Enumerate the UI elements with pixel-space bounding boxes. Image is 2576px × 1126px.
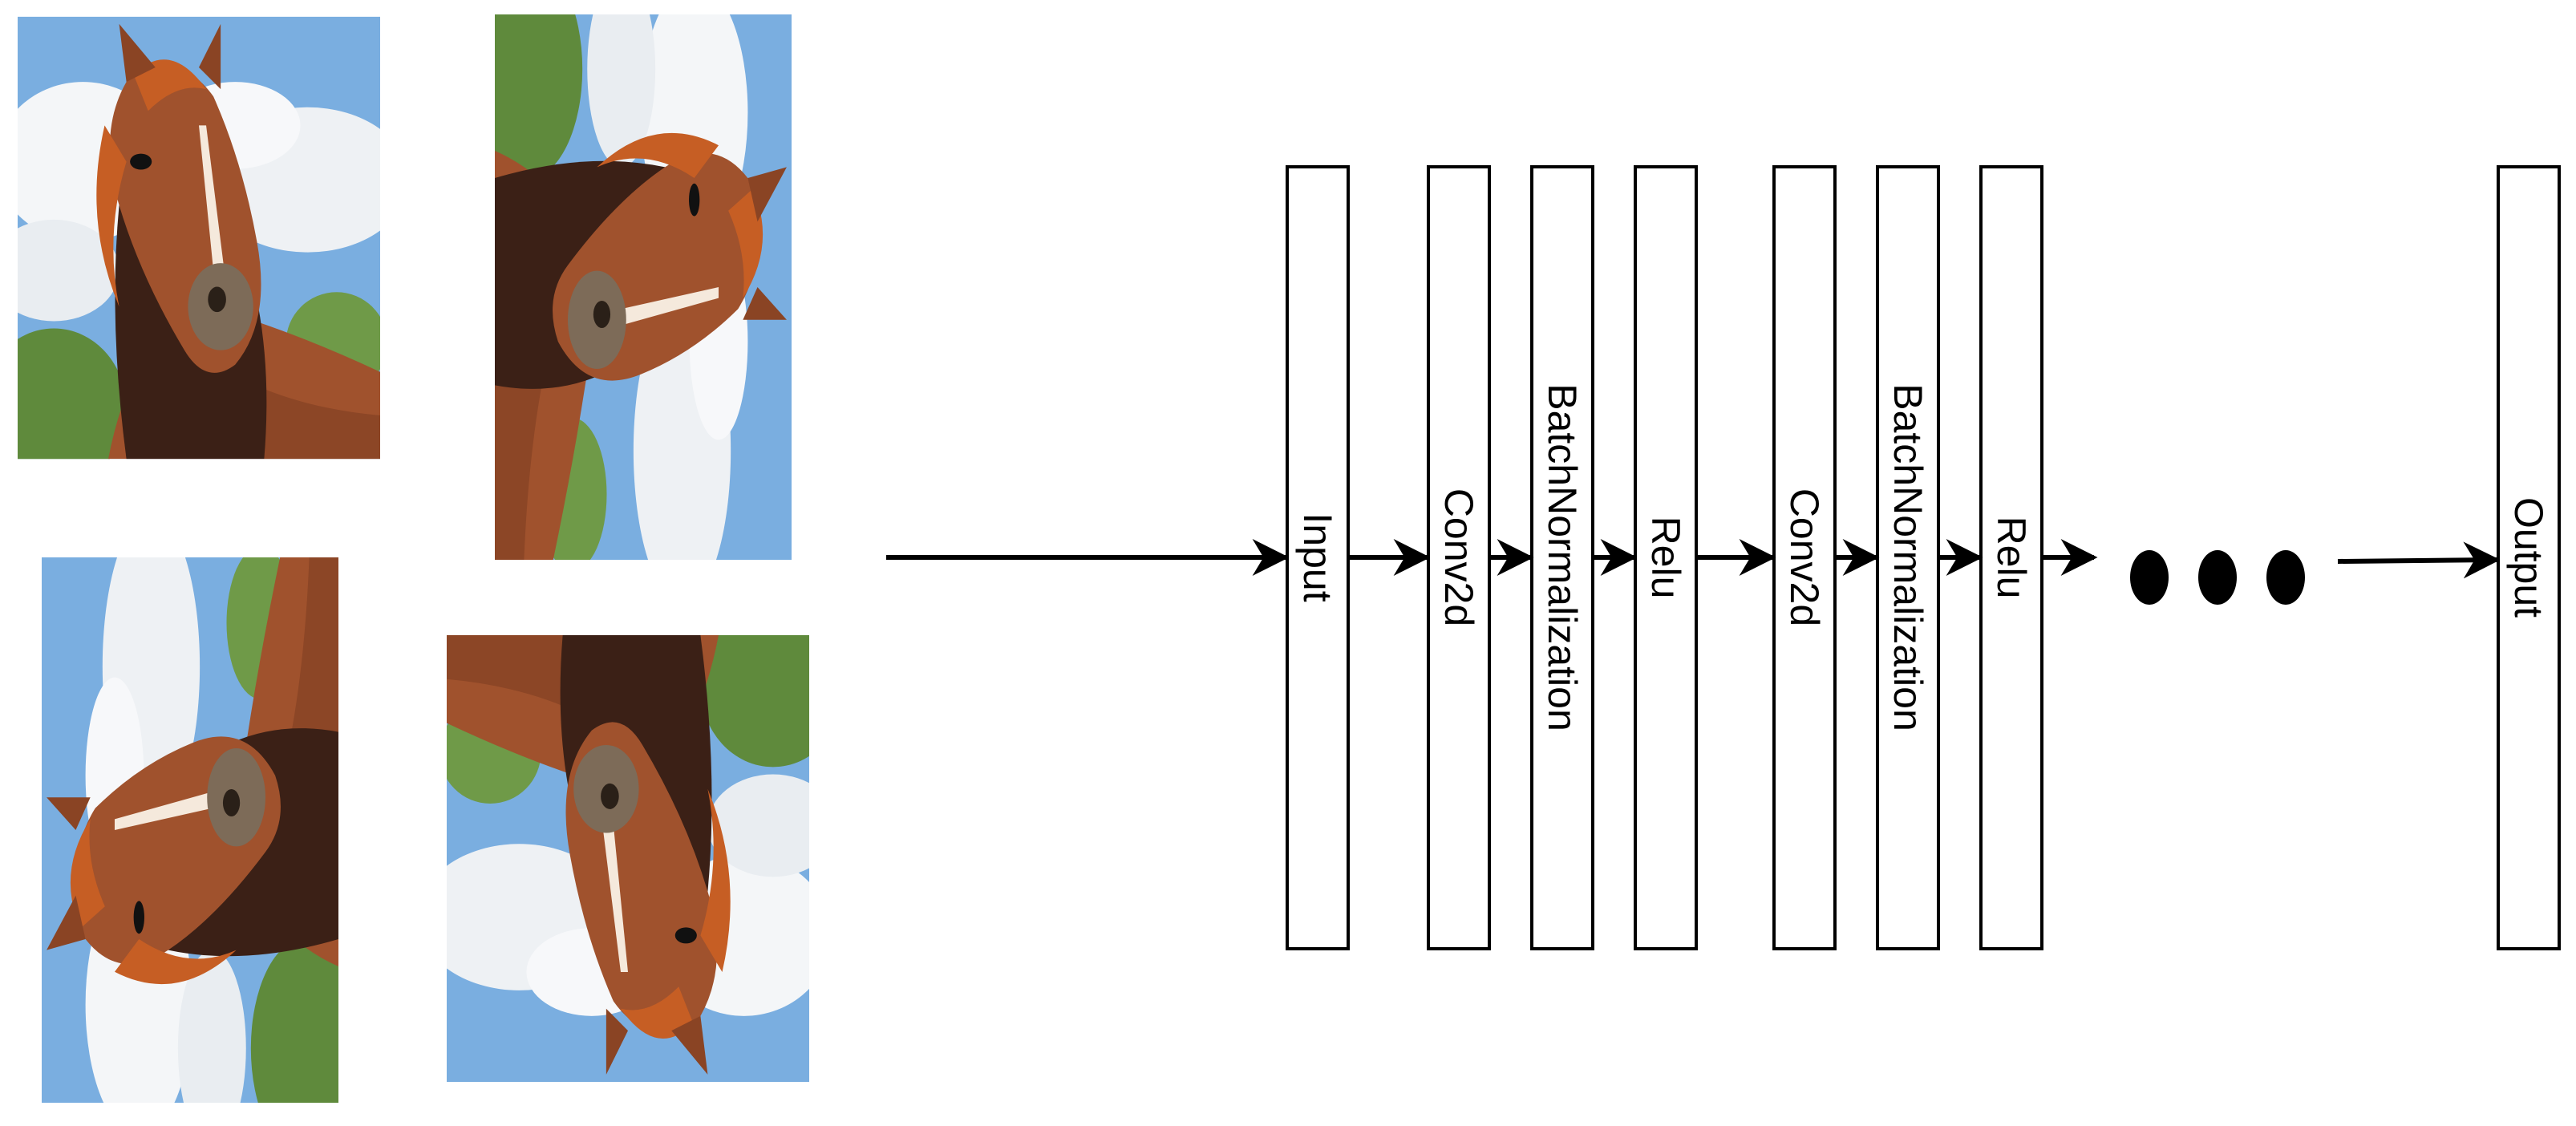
arrow-ellipsis-to-output <box>2337 541 2501 579</box>
layer-label-conv2d-2: Conv2d <box>1782 488 1827 626</box>
layer-box-batchnorm-1 <box>1530 165 1594 950</box>
layer-label-batchnorm-2: BatchNormalization <box>1885 383 1930 731</box>
ellipsis-dot <box>2198 550 2237 605</box>
layer-label-input: Input <box>1295 512 1340 601</box>
layer-label-output: Output <box>2506 497 2551 618</box>
layer-box-conv2d-1 <box>1427 165 1491 950</box>
layer-label-relu-2: Relu <box>1989 516 2034 599</box>
ellipsis-dot <box>2266 550 2305 605</box>
ellipsis-dot <box>2130 550 2169 605</box>
ellipsis-dots <box>2130 550 2305 605</box>
layer-label-conv2d-1: Conv2d <box>1436 488 1481 626</box>
layer-label-batchnorm-1: BatchNormalization <box>1540 383 1585 731</box>
layer-label-relu-1: Relu <box>1643 516 1688 599</box>
layer-box-output <box>2497 165 2561 950</box>
